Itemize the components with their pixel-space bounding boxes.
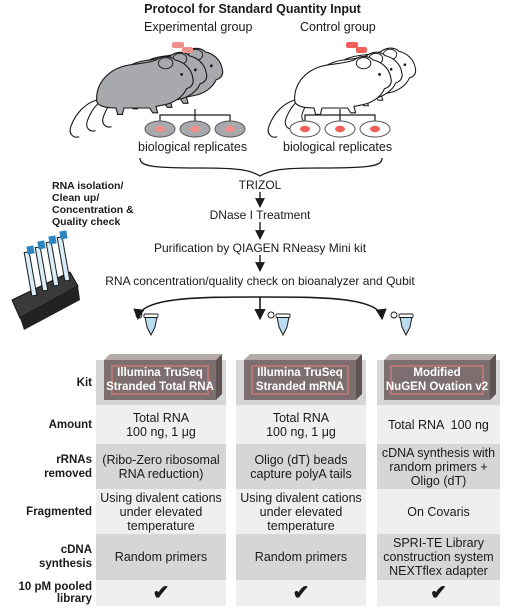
kit-box [384,354,496,400]
pipette-rack-icon [11,230,80,330]
step-purification: Purification by QIAGEN RNeasy Mini kit [153,241,367,255]
experimental-replicates-label: biological replicates [138,140,248,154]
side-note-line: RNA isolation/ [52,180,124,192]
step-quality-check: RNA concentration/quality check on bioan… [105,274,415,288]
control-mice [267,42,417,138]
control-group-label: Control group [300,20,376,34]
row-label-kit: Kit [76,376,92,389]
split-arrows [133,296,387,321]
cell-cdna-col2: Random primers [254,550,348,564]
tube-icons [135,311,414,337]
surgery-mark [172,42,184,48]
tube-icon [390,311,414,337]
kit-boxes [104,354,496,400]
tube-icon [135,311,159,337]
surgery-mark [356,47,367,53]
side-note-line: Quality check [52,216,121,228]
control-replicates-label: biological replicates [283,140,393,154]
row-label-amount: Amount [48,418,92,431]
mouse-illustration [69,55,194,138]
rna-isolation-note: RNA isolation/ Clean up/ Concentration &… [52,180,134,228]
step-dnase: DNase I Treatment [209,208,311,222]
cell-cdna-col1: Random primers [114,550,208,564]
kit-box [244,354,362,400]
experimental-group-label: Experimental group [144,20,253,34]
kit-box [104,354,222,400]
page-title: Protocol for Standard Quantity Input [144,2,361,16]
table-bands [96,360,500,606]
check-icon: ✔ [430,582,447,604]
side-note-line: Clean up/ [52,192,100,204]
row-label-fragmented: Fragmented [26,505,92,518]
check-icon: ✔ [152,582,170,604]
surgery-mark [182,47,193,53]
step-trizol: TRIZOL [238,178,282,192]
check-icon: ✔ [292,582,310,604]
side-note-line: Concentration & [52,204,134,216]
control-dishes [289,120,391,138]
cell-amount-col3: Total RNA 100 ng [388,417,489,432]
merge-brace [139,157,383,177]
experimental-dishes [144,120,246,138]
experimental-mice [69,42,224,138]
surgery-mark [346,42,358,48]
tube-icon [267,311,291,337]
cell-fragmented-col3: On Covaris [407,504,470,519]
